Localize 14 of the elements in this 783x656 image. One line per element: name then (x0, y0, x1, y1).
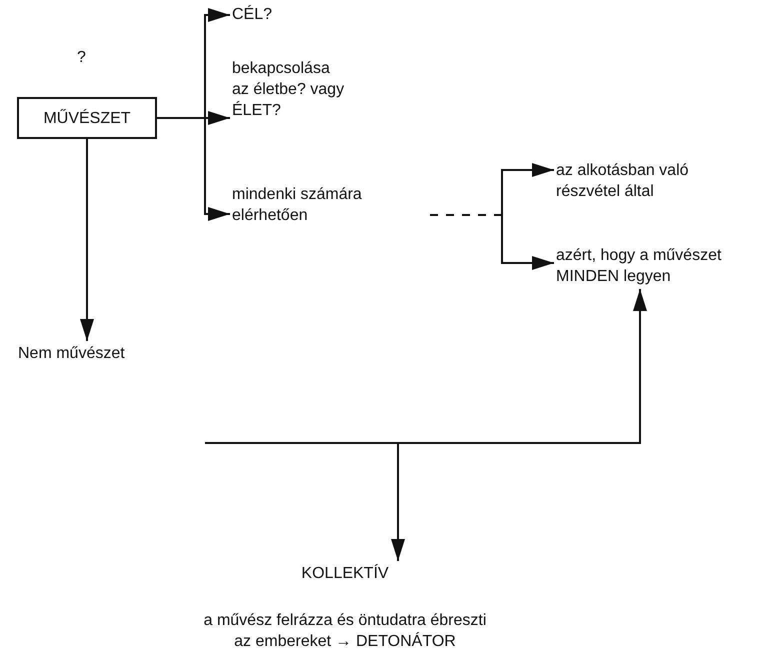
node-note: a művész felrázza és öntudatra ébreszti az embereket → DETONÁTOR (202, 611, 488, 652)
arrow (205, 289, 647, 444)
node-text: az alkotásban való részvétel által (556, 160, 706, 202)
side-text: ? (77, 48, 86, 68)
node-text: mindenki számára elérhetően (232, 184, 430, 226)
process-box (17, 97, 157, 139)
node-text: bekapcsolása az életbe? vagy ÉLET? (232, 58, 350, 121)
node-text: CÉL? (232, 4, 292, 25)
node-text: azért, hogy a művészet MINDEN legyen (556, 245, 732, 287)
node-heading: KOLLEKTÍV (300, 563, 390, 584)
node-heading: MŰVÉSZET (43, 108, 131, 128)
node-text: Nem művészet (18, 343, 158, 364)
arrow (80, 139, 94, 341)
arrow (157, 117, 230, 221)
